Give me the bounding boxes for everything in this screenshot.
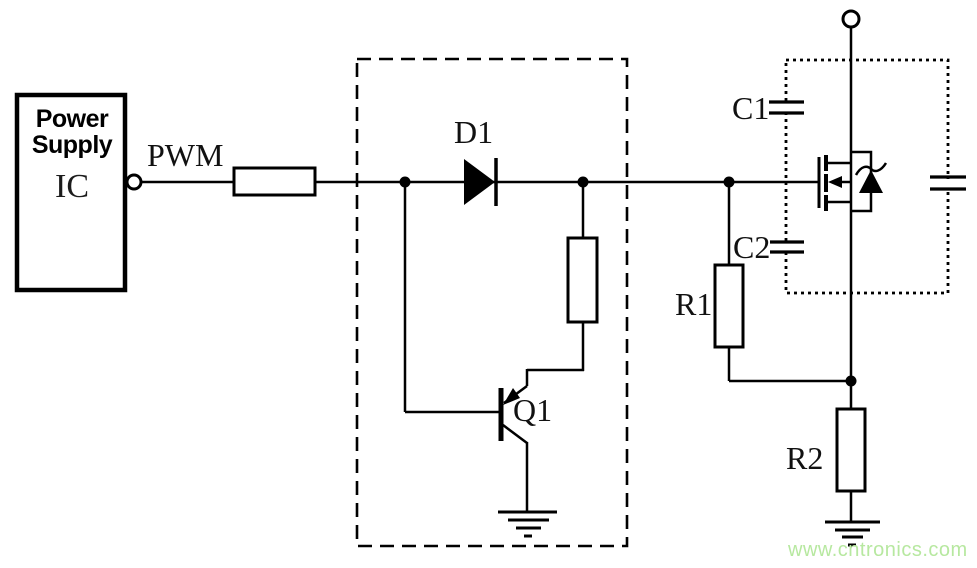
r1-label: R1 (675, 286, 713, 322)
c2-plate-gap (779, 244, 793, 251)
power-supply-label-line2: Supply (31, 131, 113, 159)
base-resistor (566, 236, 599, 324)
d1-label: D1 (454, 114, 494, 150)
ground-symbol-r2 (825, 520, 880, 547)
watermark: www.cntronics.com (788, 539, 968, 561)
junction-dots (399, 176, 857, 387)
drain-terminal (841, 9, 861, 29)
pwm-output-terminal (125, 173, 143, 191)
transistor-q1 (498, 384, 529, 512)
diode-d1 (464, 158, 498, 206)
capacitor-cds (930, 175, 966, 191)
capacitor-c2 (770, 240, 804, 254)
power-supply-label-line1: Power (35, 105, 109, 133)
mosfet-body-diode (851, 150, 888, 213)
cds-plate-gap (941, 179, 955, 188)
ground-symbol-q1 (498, 510, 557, 538)
q1-label: Q1 (513, 392, 553, 428)
drive-stage-dashed-box (355, 57, 629, 548)
capacitor-c1 (769, 100, 804, 115)
r2-label: R2 (786, 440, 824, 476)
series-gate-resistor (232, 166, 317, 197)
c1-label: C1 (732, 90, 770, 126)
power-supply-ic-box (14, 92, 143, 293)
mosfet (817, 155, 851, 211)
emitter-arrow (503, 388, 520, 405)
body-diode-cathode-bar (854, 162, 888, 176)
mosfet-body-arrow (828, 176, 842, 188)
power-supply-ic-label: Power Supply IC (17, 106, 127, 206)
resistor-r2 (835, 407, 867, 493)
pwm-label: PWM (147, 137, 224, 173)
resistor-r1 (713, 263, 745, 349)
mosfet-dotted-box (784, 58, 950, 295)
c1-plate-gap (779, 104, 793, 112)
power-supply-label-ic: IC (55, 168, 89, 205)
c2-label: C2 (733, 229, 771, 265)
